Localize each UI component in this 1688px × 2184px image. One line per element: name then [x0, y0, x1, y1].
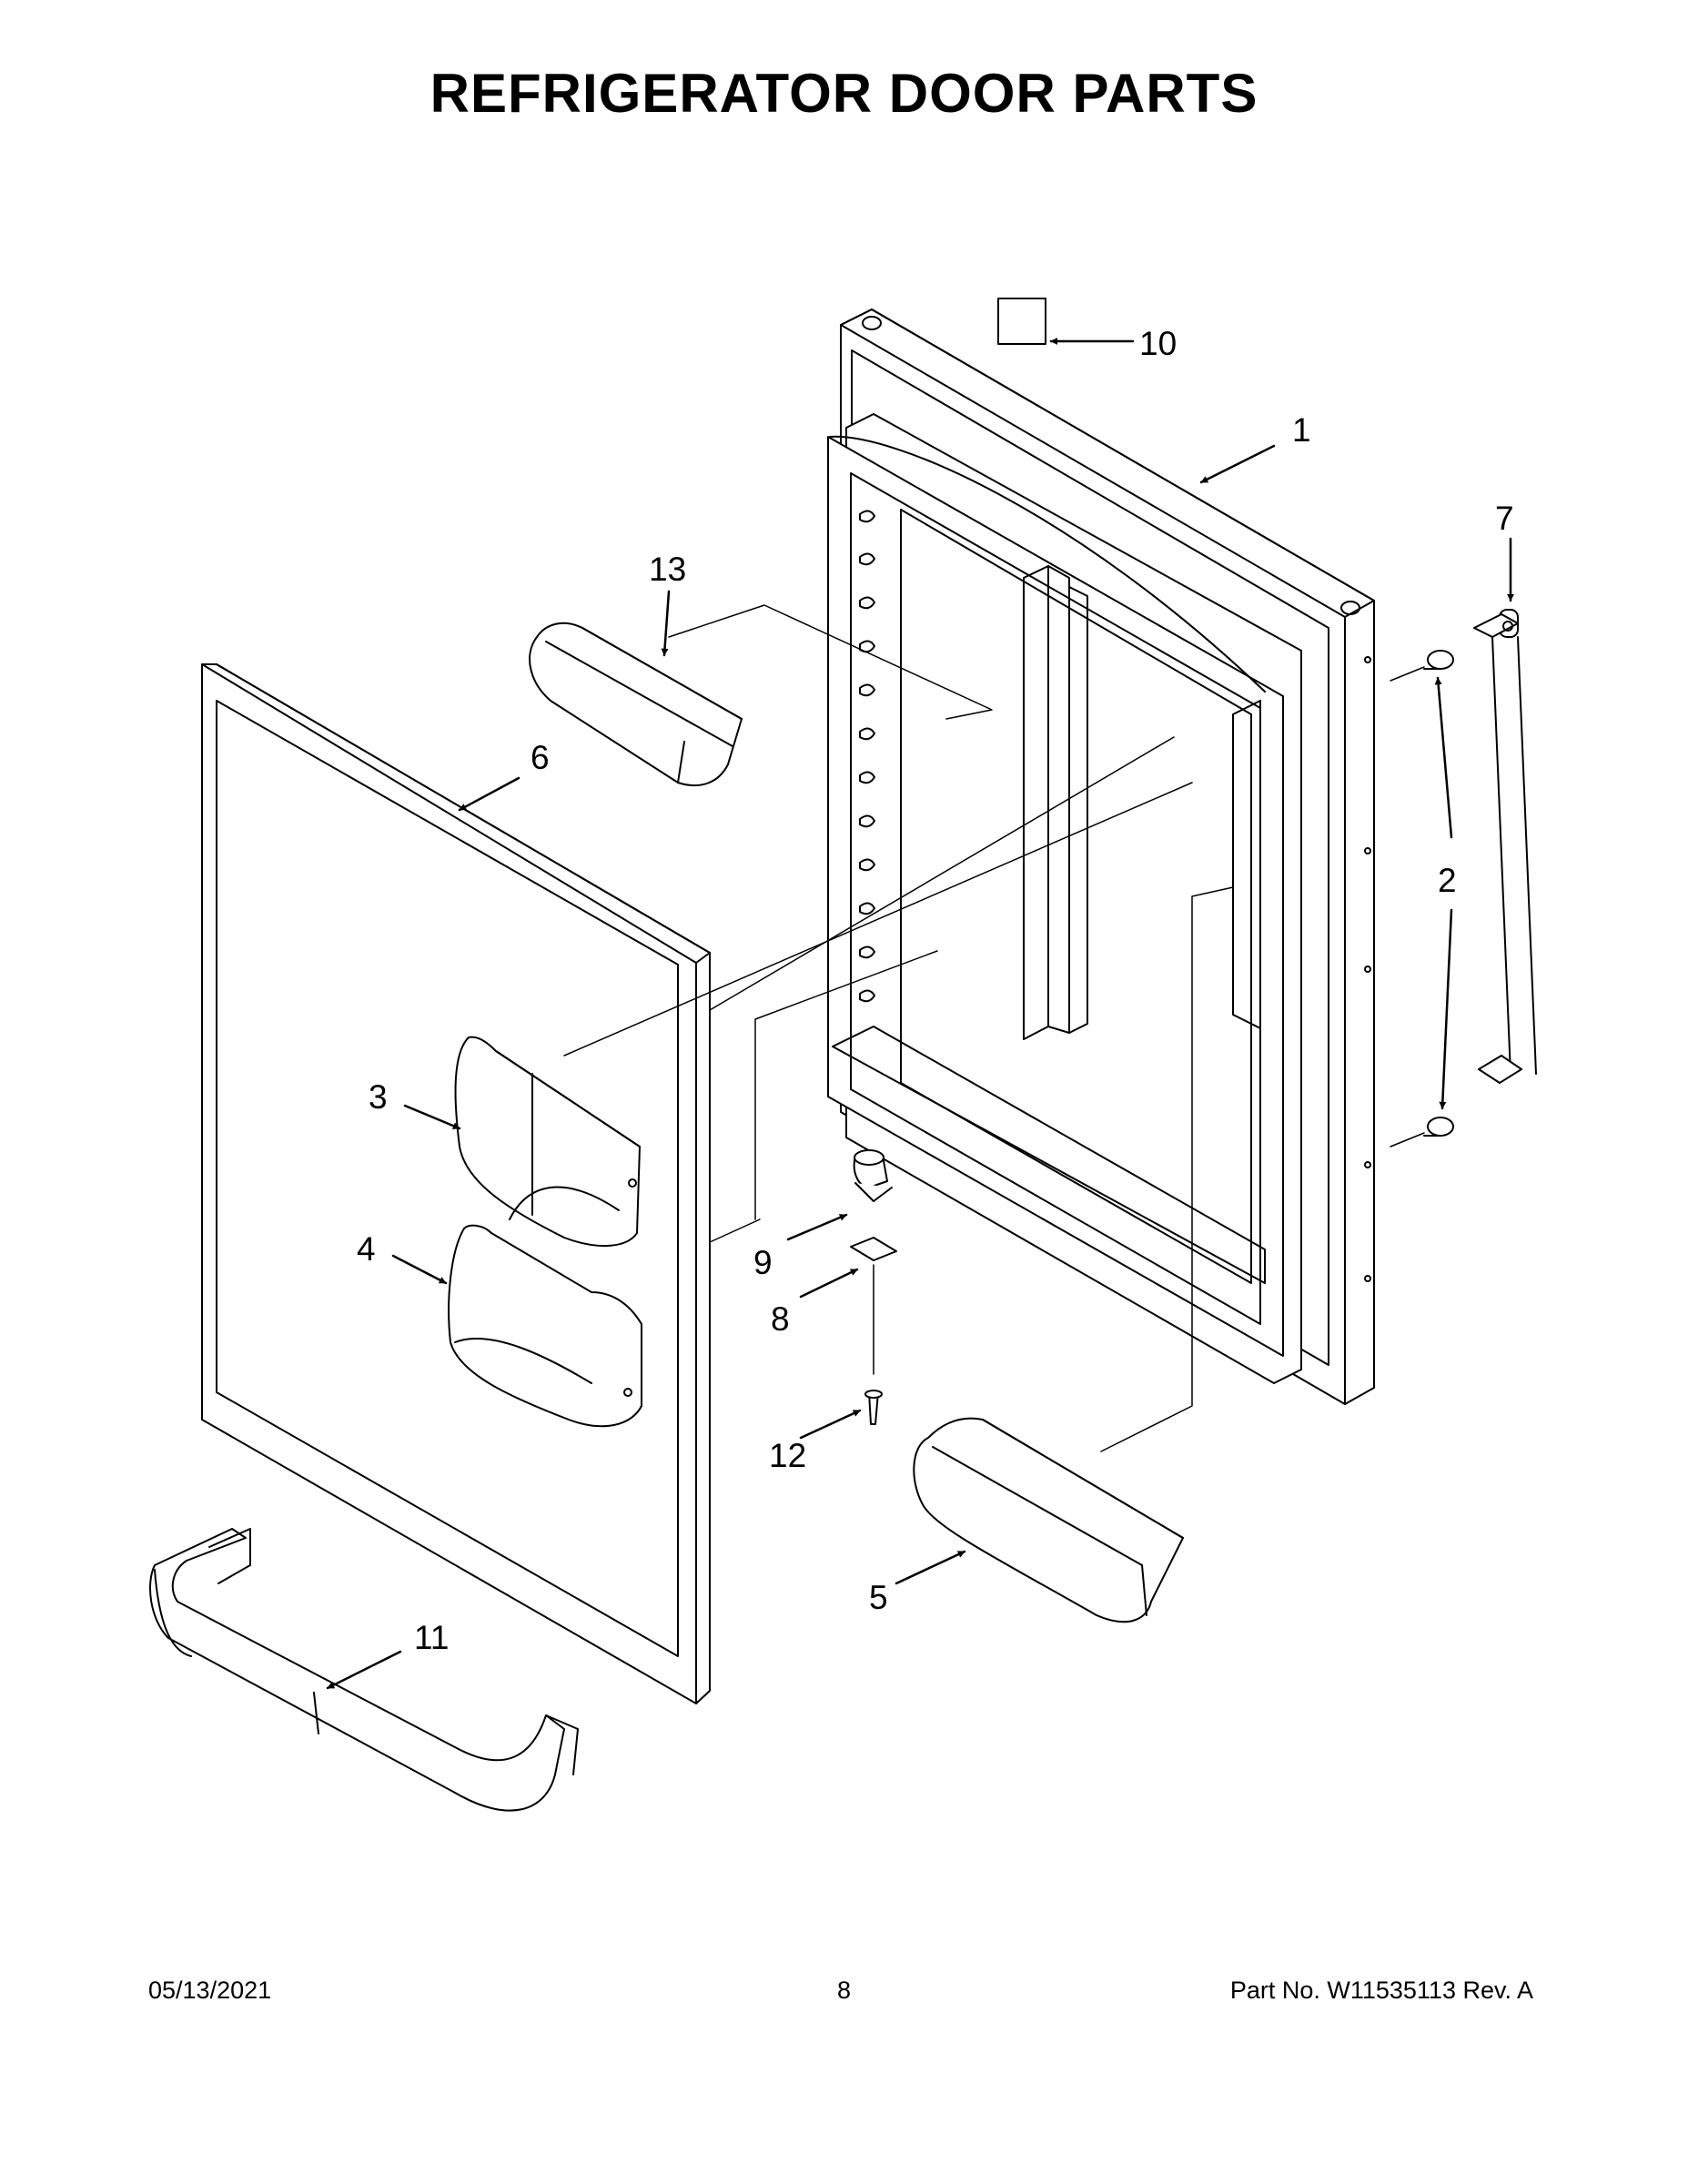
door-bin-small	[529, 622, 743, 787]
footer-date: 05/13/2021	[148, 1977, 272, 2004]
arrow-13	[661, 590, 671, 657]
callout-8: 8	[771, 1300, 790, 1338]
callout-11: 11	[414, 1619, 449, 1656]
callout-3: 3	[369, 1078, 388, 1116]
arrow-2a	[1434, 676, 1453, 839]
dispenser-bin	[448, 1224, 642, 1428]
arrow-5	[895, 1550, 966, 1585]
arrow-9	[786, 1213, 848, 1241]
footer-page-number: 8	[836, 1977, 852, 2004]
arrow-8	[799, 1268, 859, 1299]
door-liner	[827, 308, 1375, 1405]
callout-4: 4	[357, 1230, 376, 1268]
arrow-12	[799, 1409, 862, 1440]
label-part	[997, 298, 1046, 345]
bushing-lower	[1423, 1117, 1454, 1137]
arrow-1	[1199, 444, 1276, 484]
callout-7: 7	[1495, 500, 1514, 537]
arrow-2b	[1439, 908, 1453, 1110]
hinge-assembly	[850, 1149, 897, 1425]
door-handle	[149, 1528, 579, 1812]
callout-6: 6	[531, 739, 550, 776]
callout-1: 1	[1292, 411, 1311, 449]
callout-10: 10	[1139, 325, 1177, 362]
callout-5: 5	[869, 1579, 888, 1616]
arrow-3	[403, 1104, 461, 1130]
bushing-upper	[1423, 650, 1454, 670]
door-bin-large	[913, 1417, 1184, 1623]
arrow-11	[326, 1650, 402, 1690]
handle-rail	[1473, 609, 1537, 1084]
page-title: REFRIGERATOR DOOR PARTS	[430, 63, 1258, 124]
callout-13: 13	[649, 551, 686, 588]
arrow-6	[458, 776, 521, 812]
callout-2: 2	[1438, 862, 1457, 899]
arrow-4	[391, 1254, 448, 1285]
callout-9: 9	[753, 1244, 773, 1281]
dispenser-cover	[454, 1036, 641, 1248]
footer-part-number: Part No. W11535113 Rev. A	[1229, 1977, 1533, 2004]
door-panel	[201, 663, 711, 1704]
callout-12: 12	[769, 1437, 806, 1474]
